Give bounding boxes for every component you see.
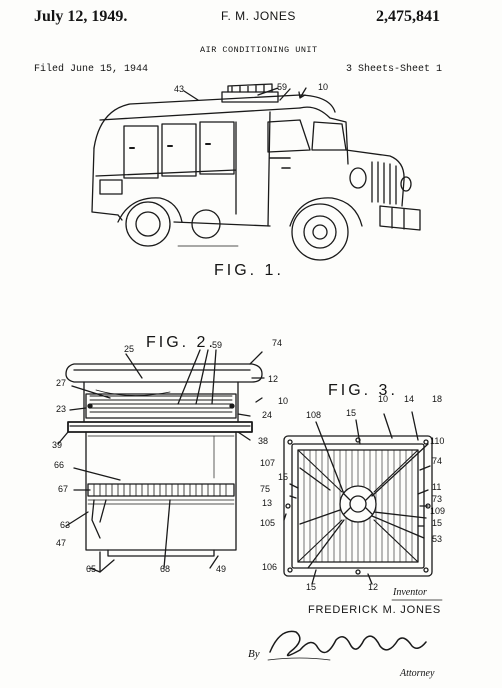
fig2-ref: 59 [212, 340, 223, 350]
filed-date: Filed June 15, 1944 [34, 64, 149, 75]
fig3-ref: 10 [378, 394, 389, 404]
fig3-ref: 12 [368, 582, 379, 592]
fig3-ref: 13 [262, 498, 273, 508]
fig1-ref: 43 [174, 84, 185, 94]
fig2-ref: 66 [54, 460, 65, 470]
fig3-ref: 73 [432, 494, 443, 504]
fig2-ref: 10 [278, 396, 289, 406]
fig2-ref: 63 [60, 520, 71, 530]
fig3-ref: 106 [262, 562, 278, 572]
fig2-ref: 47 [56, 538, 67, 548]
fig3-ref: 15 [432, 518, 443, 528]
fig3-ref: 15 [306, 582, 317, 592]
patent-title: AIR CONDITIONING UNIT [200, 45, 318, 55]
fig2-ref: 24 [262, 410, 273, 420]
fig3-top-view-drawing [283, 411, 433, 585]
inventor-label: Inventor [393, 587, 427, 598]
fig1-truck-drawing [91, 83, 421, 261]
fig2-ref: 49 [216, 564, 227, 574]
fig2-label: FIG. 2. [146, 334, 216, 351]
inventor-header: F. M. JONES [221, 9, 296, 23]
fig1-label: FIG. 1. [214, 262, 284, 279]
fig1-ref: 10 [318, 82, 329, 92]
fig2-ref: 68 [160, 564, 171, 574]
fig2-ref: 67 [58, 484, 69, 494]
fig3-ref: 110 [430, 436, 445, 446]
attorney-label: Attorney [400, 668, 435, 679]
fig2-ref: 23 [56, 404, 67, 414]
fig3-ref: 53 [432, 534, 443, 544]
fig2-ref: 27 [56, 378, 67, 388]
patent-date: July 12, 1949. [34, 8, 128, 25]
fig1-ref: 59 [277, 82, 288, 92]
fig3-ref: 107 [260, 458, 276, 468]
patent-number: 2,475,841 [376, 8, 440, 25]
fig2-ref: 25 [124, 344, 135, 354]
fig3-ref: 11 [432, 482, 442, 492]
fig3-ref: 15 [346, 408, 357, 418]
fig3-ref: 74 [432, 456, 443, 466]
fig3-ref: 18 [432, 394, 443, 404]
signature-drawing [267, 599, 443, 661]
fig3-ref: 109 [430, 506, 446, 516]
sheet-count: 3 Sheets-Sheet 1 [346, 64, 443, 75]
fig3-ref: 14 [404, 394, 415, 404]
fig3-label: FIG. 3. [328, 382, 398, 399]
fig2-ref: 39 [52, 440, 63, 450]
inventor-name: FREDERICK M. JONES [308, 604, 441, 616]
fig3-ref: 15 [278, 472, 289, 482]
fig3-ref: 105 [260, 518, 276, 528]
fig2-unit-drawing [57, 349, 265, 573]
fig2-ref: 74 [272, 338, 283, 348]
fig3-ref: 108 [306, 410, 322, 420]
fig2-ref: 38 [258, 436, 269, 446]
fig3-ref: 75 [260, 484, 271, 494]
fig2-ref: 65 [86, 564, 97, 574]
fig2-ref: 12 [268, 374, 279, 384]
by-label: By [248, 648, 260, 660]
